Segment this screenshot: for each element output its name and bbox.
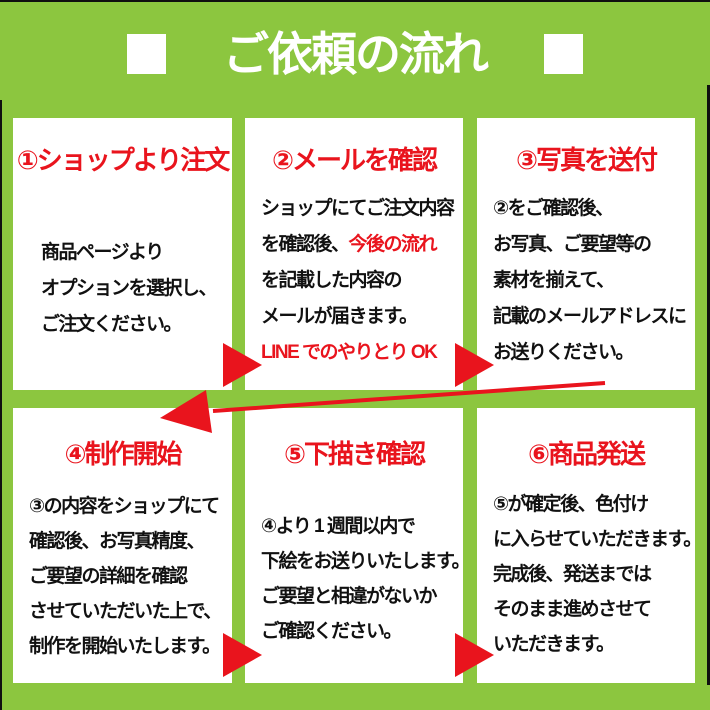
- title-decoration-square-right: [544, 34, 583, 74]
- step-card-6-shipping: ⑥商品発送 ⑤が確定後、色付けに入らせていただきます。完成後、発送まではそのまま…: [477, 408, 702, 683]
- body-line: 商品ページより: [41, 242, 164, 263]
- body-line: 記載のメールアドレスに: [493, 306, 687, 327]
- body-line: ④より 1 週間以内で: [261, 516, 416, 537]
- step-card-3-send-photo: ③写真を送付 ②をご確認後、お写真、ご要望等の素材を揃えて、記載のメールアドレス…: [477, 118, 695, 390]
- body-line: ご注文ください。: [41, 314, 183, 335]
- body-line: ⑤が確定後、色付け: [493, 494, 649, 515]
- body-line: お送りください。: [493, 342, 635, 363]
- body-line: メールが届きます。: [261, 306, 418, 327]
- step-1-heading: ①ショップより注文: [16, 145, 231, 175]
- flow-arrow-step1-to-step2-icon: [223, 343, 262, 387]
- body-line: お写真、ご要望等の: [493, 234, 652, 255]
- body-line: そのまま進めさせて: [493, 599, 652, 620]
- body-line: 制作を開始いたします。: [29, 636, 221, 657]
- body-line: ご確認ください。: [261, 621, 403, 642]
- scan-edge-left: [0, 100, 2, 710]
- step-5-body: ④より 1 週間以内で下絵をお送りいたします。ご要望と相違がないかご確認ください…: [245, 509, 471, 649]
- body-line: ご要望と相違がないか: [261, 586, 438, 607]
- body-line: 下絵をお送りいたします。: [261, 551, 471, 572]
- body-line: オプションを選択し、: [41, 278, 218, 299]
- page-title: ご依頼の流れ: [223, 28, 489, 80]
- body-line: いただきます。: [493, 634, 615, 655]
- flow-arrow-step5-to-step6-icon: [455, 633, 494, 677]
- body-line: に入らせていただきます。: [493, 529, 702, 550]
- title-decoration-square-left: [127, 34, 166, 74]
- body-line: 確認後、お写真精度、: [29, 531, 206, 552]
- body-line: を記載した内容の: [261, 270, 403, 291]
- body-line: を確認後、今後の流れ: [261, 234, 438, 255]
- step-5-heading: ⑤下描き確認: [283, 439, 426, 469]
- step-4-body: ③の内容をショップにて確認後、お写真精度、ご要望の詳細を確認させていただいた上で…: [13, 489, 232, 664]
- step-6-body: ⑤が確定後、色付けに入らせていただきます。完成後、発送まではそのまま進めさせてい…: [477, 487, 702, 662]
- body-line: ショップにてご注文内容: [261, 198, 455, 219]
- step-1-body: 商品ページよりオプションを選択し、ご注文ください。: [13, 235, 232, 343]
- step-card-2-check-mail: ②メールを確認 ショップにてご注文内容を確認後、今後の流れを記載した内容のメール…: [245, 118, 463, 390]
- step-3-body: ②をご確認後、お写真、ご要望等の素材を揃えて、記載のメールアドレスにお送りくださ…: [477, 191, 695, 371]
- step-6-heading: ⑥商品発送: [527, 439, 646, 469]
- step-2-heading: ②メールを確認: [271, 145, 438, 175]
- body-line: 素材を揃えて、: [493, 270, 615, 291]
- step-3-heading: ③写真を送付: [515, 145, 658, 175]
- body-line: ご要望の詳細を確認: [29, 566, 188, 587]
- step-card-1-order: ①ショップより注文 商品ページよりオプションを選択し、ご注文ください。: [13, 118, 232, 390]
- scan-edge-top: [0, 0, 710, 2]
- scan-edge-right: [707, 85, 710, 685]
- header: ご依頼の流れ: [0, 28, 710, 80]
- body-line: LINE でのやりとり OK: [261, 342, 438, 363]
- body-line: させていただいた上で、: [29, 601, 222, 622]
- step-card-4-start-production: ④制作開始 ③の内容をショップにて確認後、お写真精度、ご要望の詳細を確認させてい…: [13, 408, 232, 683]
- body-line: ③の内容をショップにて: [29, 496, 220, 517]
- flow-arrow-step2-to-step3-icon: [455, 343, 494, 387]
- step-2-body: ショップにてご注文内容を確認後、今後の流れを記載した内容のメールが届きます。 LI…: [245, 191, 463, 371]
- step-4-heading: ④制作開始: [64, 439, 182, 469]
- flow-arrow-step4-to-step5-icon: [223, 633, 262, 677]
- step-card-5-sketch-check: ⑤下描き確認 ④より 1 週間以内で下絵をお送りいたします。ご要望と相違がないか…: [245, 408, 471, 683]
- body-line: ②をご確認後、: [493, 198, 614, 219]
- body-line: 完成後、発送までは: [493, 564, 652, 585]
